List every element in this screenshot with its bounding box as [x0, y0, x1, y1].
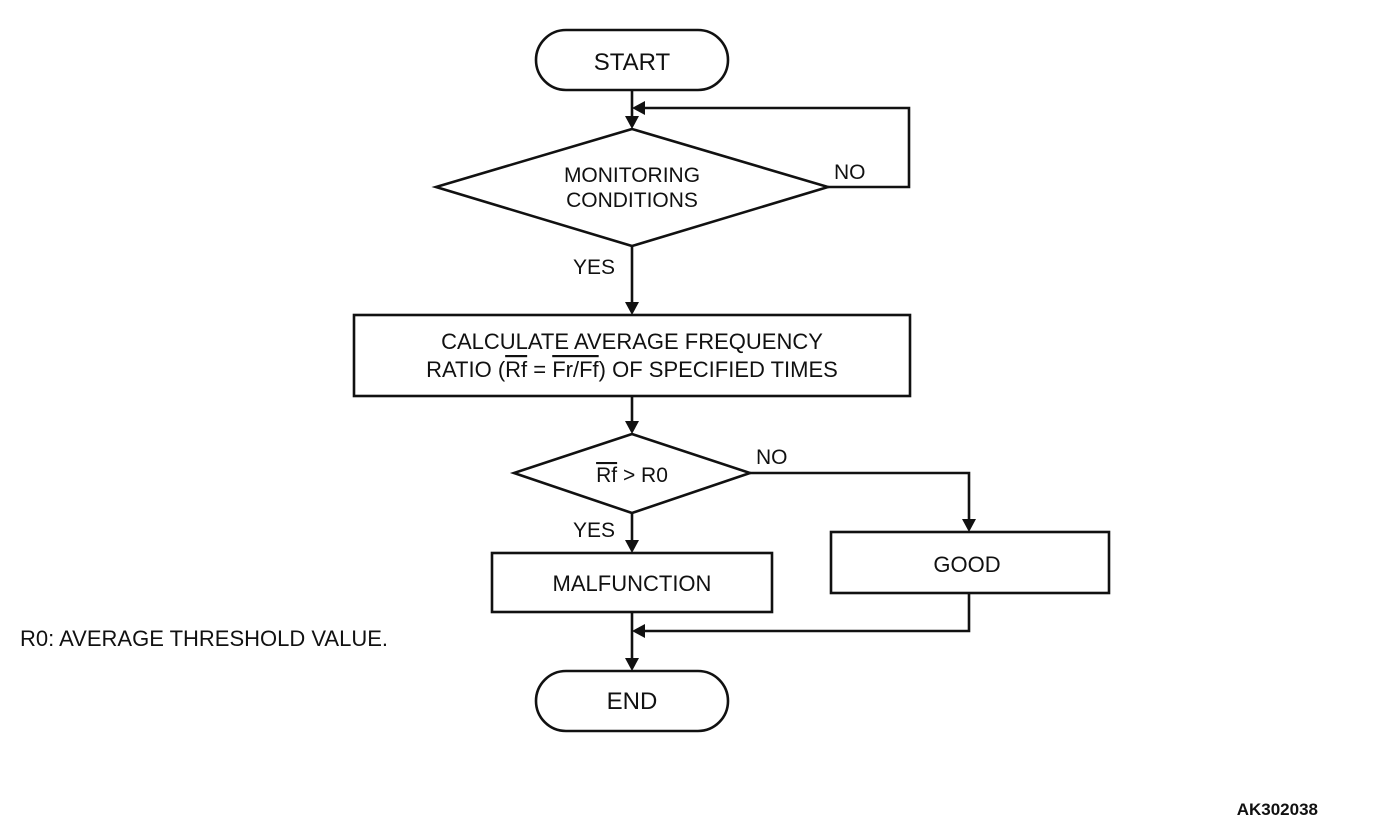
connector-monitoring-no-loop — [644, 106, 911, 189]
good-label: GOOD — [933, 552, 1000, 577]
good-box — [829, 530, 1111, 595]
connector-decision-no-to-good — [750, 471, 971, 520]
figure-id: AK302038 — [1237, 800, 1318, 819]
arrowhead-into-malfunction — [625, 540, 639, 553]
end-label: END — [607, 688, 658, 715]
arrowhead-into-good — [962, 519, 976, 532]
start-terminal — [534, 28, 730, 92]
decision-label: Rf > R0 — [596, 464, 668, 487]
start-label: START — [594, 49, 671, 76]
arrowhead-into-monitoring — [625, 116, 639, 129]
decision-comparison: > R0 — [617, 464, 668, 487]
malfunction-label: MALFUNCTION — [553, 571, 712, 596]
calculate-frff-symbol: Fr/Ff — [552, 357, 599, 382]
monitoring-label-line2: CONDITIONS — [566, 189, 698, 212]
arrowhead-into-end — [625, 658, 639, 671]
calculate-process-box — [352, 313, 912, 398]
rf-threshold-decision — [509, 432, 755, 515]
calculate-ratio-suffix: ) OF SPECIFIED TIMES — [599, 357, 838, 382]
monitoring-yes-label: YES — [573, 256, 615, 279]
end-terminal — [534, 669, 730, 733]
arrowhead-loop-return — [632, 101, 645, 115]
calculate-label-line2: RATIO (Rf = Fr/Ff) OF SPECIFIED TIMES — [426, 357, 838, 382]
threshold-note: R0: AVERAGE THRESHOLD VALUE. — [20, 626, 388, 651]
calculate-equals: = — [527, 357, 552, 382]
malfunction-box — [490, 551, 774, 614]
connector-good-to-merge — [644, 593, 971, 633]
arrowhead-into-calculate — [625, 302, 639, 315]
decision-no-label: NO — [756, 446, 788, 469]
monitoring-no-label: NO — [834, 161, 866, 184]
calculate-ratio-prefix: RATIO ( — [426, 357, 506, 382]
monitoring-conditions-decision — [431, 127, 833, 248]
arrowhead-into-decision — [625, 421, 639, 434]
calculate-label-line1: CALCULATE AVERAGE FREQUENCY — [441, 329, 823, 354]
calculate-rf-symbol: Rf — [505, 357, 528, 382]
monitoring-label-line1: MONITORING — [564, 164, 700, 187]
decision-yes-label: YES — [573, 519, 615, 542]
decision-rf-symbol: Rf — [596, 464, 617, 487]
arrowhead-merge — [632, 624, 645, 638]
